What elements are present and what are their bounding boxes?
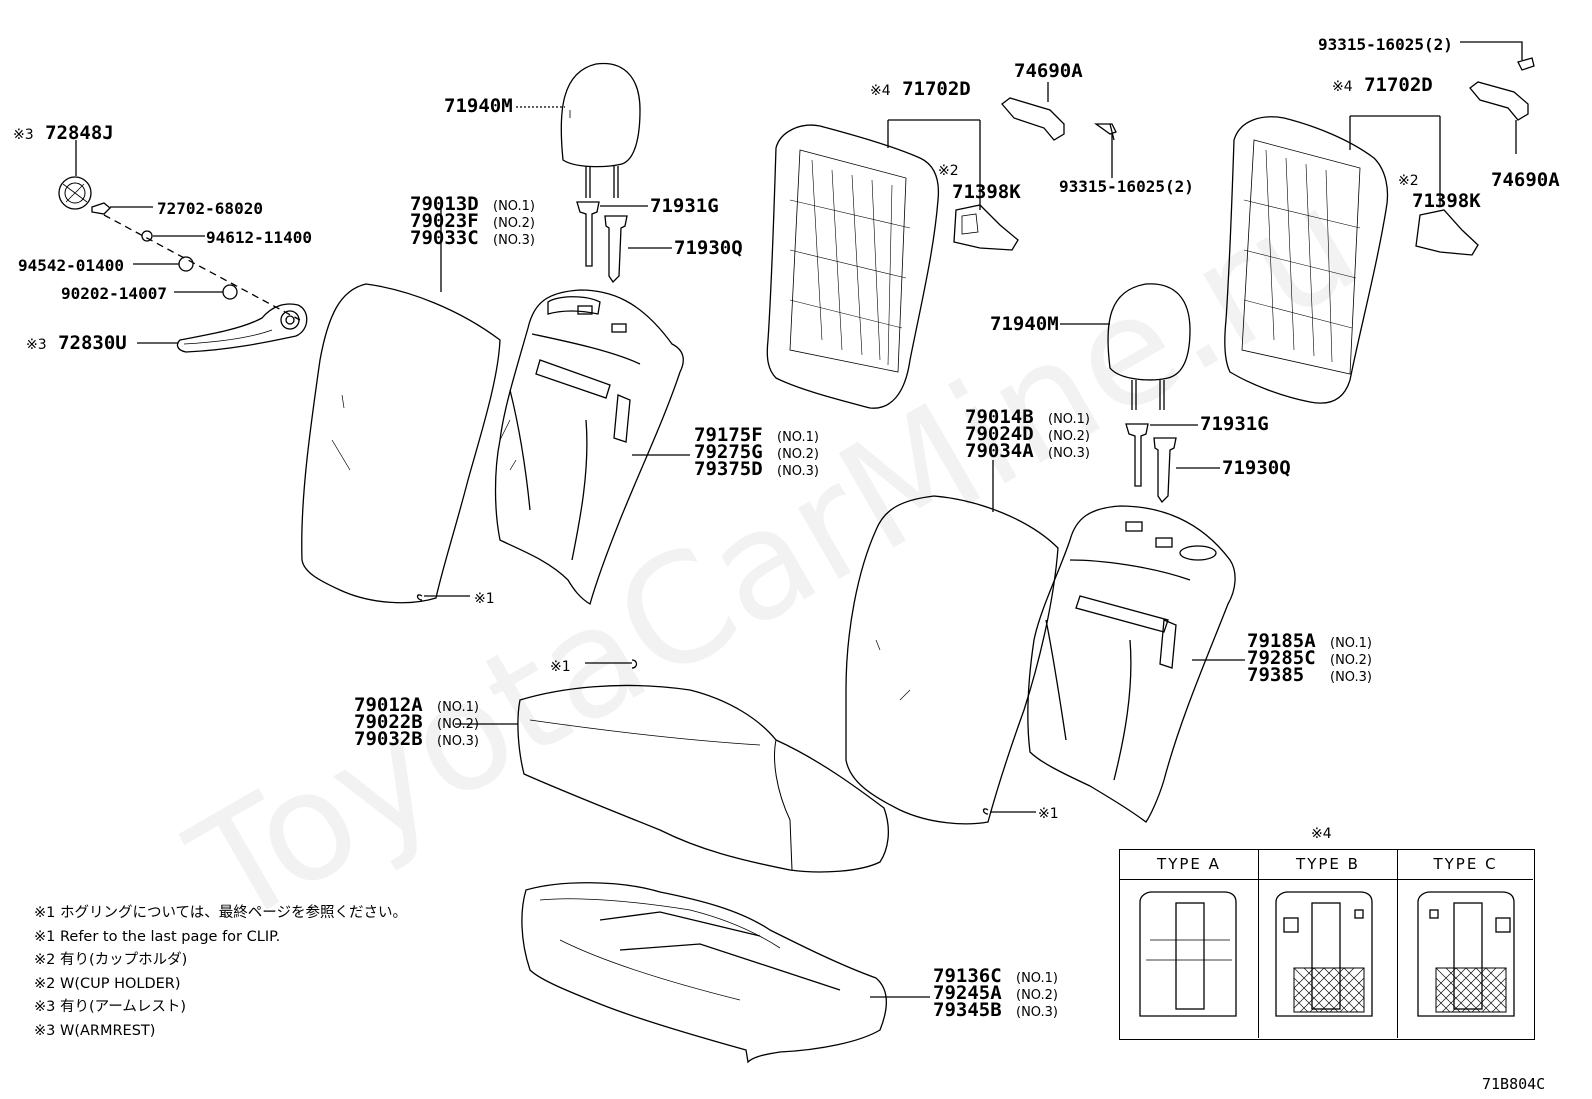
pin-72702	[91, 202, 111, 215]
note-3-en: ※3 W(ARMREST)	[34, 1022, 156, 1039]
group-79013D: 79013D(NO.1) 79023F(NO.2) 79033C(NO.3)	[410, 193, 535, 249]
label-71398K-b: 71398K	[1412, 190, 1481, 212]
label-93315-b: 93315-16025(2)	[1318, 35, 1453, 54]
seatback-cover-right	[845, 495, 1059, 825]
type-divider-2	[1397, 878, 1398, 1038]
note-3-jp: ※3 有り(アームレスト)	[34, 999, 186, 1015]
seatback-back-panel-center	[766, 124, 940, 409]
label-71940M-right: 71940M	[990, 313, 1059, 335]
type-a-header: TYPE A	[1120, 850, 1259, 880]
cupholder-71398K-a	[953, 204, 1019, 251]
armrest-cap-72848J	[58, 176, 92, 210]
label-93315-a: 93315-16025(2)	[1059, 177, 1194, 196]
bracket-71702D-b	[1349, 115, 1441, 205]
headrest-guide-71931G-left	[576, 201, 600, 267]
figure-id: 71B804C	[1482, 1075, 1546, 1093]
seat-cushion-frame	[521, 882, 887, 1064]
label-71398K-a: 71398K	[952, 181, 1021, 203]
seatback-back-panel-right	[1224, 116, 1389, 404]
clip-mark-right: ※1	[1038, 806, 1059, 822]
label-74690A-b: 74690A	[1491, 169, 1560, 191]
headrest-left	[560, 62, 641, 198]
washer-90202	[222, 284, 238, 300]
label-94612: 94612-11400	[206, 228, 312, 247]
washer-94542	[178, 256, 194, 272]
label-72848J: ※3 72848J	[13, 122, 114, 144]
assembly-dashed-line	[103, 214, 301, 321]
label-71931G-left: 71931G	[650, 195, 719, 217]
type-a-panel	[1139, 891, 1237, 1017]
type-b-panel	[1275, 891, 1373, 1017]
clip-mark-cushion: ※1	[550, 659, 571, 675]
type-c-panel	[1417, 891, 1515, 1017]
label-71930Q-left: 71930Q	[674, 237, 743, 259]
label-90202: 90202-14007	[61, 284, 167, 303]
label-71702D-b: ※4 71702D	[1332, 74, 1433, 96]
grab-handle-74690A-a	[1001, 97, 1065, 141]
table-mark: ※4	[1311, 826, 1332, 842]
cupholder-71398K-b	[1415, 209, 1479, 256]
group-79185A: 79185A(NO.1) 79285C(NO.2) 79385(NO.3)	[1247, 630, 1372, 686]
type-b-header: TYPE B	[1259, 850, 1398, 880]
label-71930Q-right: 71930Q	[1222, 457, 1291, 479]
type-divider-1	[1258, 878, 1259, 1038]
footnotes: ※1 ホグリングについては、最終ページを参照ください。 ※1 Refer to …	[34, 902, 407, 1043]
label-72830U: ※3 72830U	[26, 332, 127, 354]
bracket-71702D-a	[887, 119, 981, 210]
seatback-cover-left	[301, 283, 501, 604]
mark-2-b: ※2	[1398, 173, 1419, 189]
grab-handle-74690A-b	[1469, 81, 1529, 121]
note-1-jp: ※1 ホグリングについては、最終ページを参照ください。	[34, 905, 407, 921]
clip-mark-left: ※1	[474, 591, 495, 607]
label-71702D-a: ※4 71702D	[870, 78, 971, 100]
headrest-guide-71931G-right	[1125, 423, 1149, 487]
group-79175F: 79175F(NO.1) 79275G(NO.2) 79375D(NO.3)	[694, 424, 819, 480]
headrest-right	[1107, 283, 1191, 410]
note-2-en: ※2 W(CUP HOLDER)	[34, 975, 181, 992]
seat-cushion-cover	[517, 684, 890, 873]
mark-2-a: ※2	[938, 163, 959, 179]
headrest-guide-71930Q-right	[1153, 437, 1177, 504]
label-74690A-a: 74690A	[1014, 60, 1083, 82]
bolt-93315-b	[1517, 57, 1535, 71]
note-1-en: ※1 Refer to the last page for CLIP.	[34, 928, 281, 945]
group-79136C: 79136C(NO.1) 79245A(NO.2) 79345B(NO.3)	[933, 965, 1058, 1021]
label-72702: 72702-68020	[157, 199, 263, 218]
types-table: TYPE A TYPE B TYPE C	[1119, 849, 1535, 1040]
group-79012A: 79012A(NO.1) 79022B(NO.2) 79032B(NO.3)	[354, 694, 479, 750]
label-71940M-left: 71940M	[444, 95, 513, 117]
seatback-frame-right	[1027, 505, 1236, 823]
note-2-jp: ※2 有り(カップホルダ)	[34, 952, 188, 968]
type-c-header: TYPE C	[1398, 850, 1533, 880]
armrest-72830U	[176, 303, 308, 353]
washer-94612	[141, 230, 153, 242]
bolt-93315-a	[1093, 123, 1117, 141]
headrest-guide-71930Q-left	[604, 215, 628, 284]
label-94542: 94542-01400	[18, 256, 124, 275]
label-71931G-right: 71931G	[1200, 413, 1269, 435]
group-79014B: 79014B(NO.1) 79024D(NO.2) 79034A(NO.3)	[965, 406, 1090, 462]
seatback-frame-left	[494, 289, 684, 605]
